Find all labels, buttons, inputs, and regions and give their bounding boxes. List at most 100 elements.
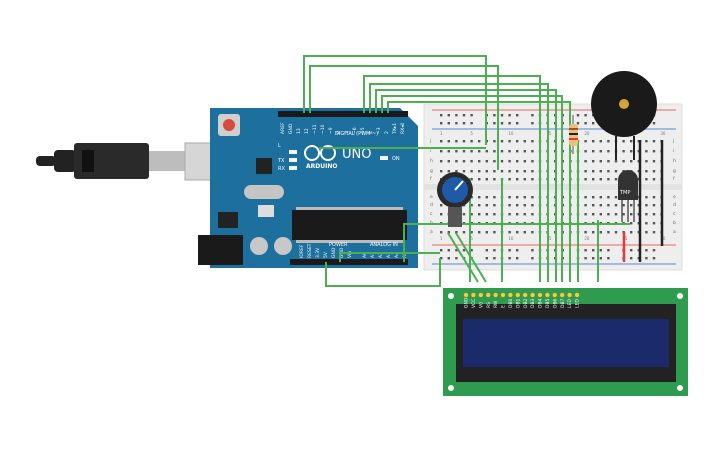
lcd-pin <box>470 292 477 298</box>
breadboard-hole <box>531 160 534 163</box>
lcd-pin <box>507 292 514 298</box>
lcd-pin-label: GND <box>464 297 470 308</box>
breadboard-hole <box>531 196 534 199</box>
lcd-pin-label: DB0 <box>508 298 514 308</box>
breadboard-hole <box>592 178 595 181</box>
breadboard-hole <box>500 140 504 143</box>
chip-pins <box>296 207 403 243</box>
digital-pin-label: ~5 <box>360 127 366 134</box>
breadboard-hole <box>652 213 656 216</box>
breadboard-hole <box>645 178 648 181</box>
breadboard-hole <box>493 196 496 199</box>
breadboard-hole <box>470 231 473 234</box>
breadboard-row-label: f <box>430 176 432 182</box>
breadboard-hole <box>493 160 496 163</box>
lcd-pin-label: DB1 <box>515 298 521 308</box>
breadboard-hole <box>614 196 618 199</box>
lcd-pin <box>537 292 543 298</box>
breadboard-hole <box>493 150 496 153</box>
breadboard-hole <box>622 213 625 216</box>
breadboard-hole <box>470 150 473 153</box>
tx-label: TX <box>277 158 285 164</box>
breadboard-hole <box>447 114 450 117</box>
breadboard-hole <box>447 249 450 252</box>
breadboard-hole <box>614 231 618 234</box>
reset-button[interactable] <box>223 119 235 131</box>
breadboard-hole <box>485 213 488 216</box>
breadboard-hole <box>493 204 496 207</box>
breadboard-hole <box>630 257 633 260</box>
breadboard-hole <box>607 178 610 181</box>
breadboard-hole <box>622 204 625 207</box>
breadboard-hole <box>447 140 450 143</box>
breadboard-row-label: e <box>430 195 433 200</box>
breadboard-hole <box>599 140 602 143</box>
digital-header <box>278 111 408 117</box>
breadboard-hole <box>531 114 534 117</box>
breadboard-hole <box>500 122 504 125</box>
breadboard-hole <box>592 160 595 163</box>
breadboard-hole <box>584 122 587 125</box>
breadboard-hole <box>599 150 602 153</box>
breadboard-row-label: i <box>673 148 674 154</box>
breadboard-col-label: 1 <box>440 131 443 136</box>
breadboard-hole <box>652 178 656 181</box>
breadboard-hole <box>607 213 610 216</box>
breadboard-hole <box>531 231 534 234</box>
breadboard-hole <box>516 196 519 199</box>
breadboard-hole <box>584 140 587 143</box>
breadboard-hole <box>584 150 587 153</box>
digital-pin-label: ~11 <box>312 124 318 134</box>
breadboard-hole <box>493 213 496 216</box>
breadboard-hole <box>440 122 443 125</box>
digital-pin-label: ~10 <box>320 124 326 134</box>
breadboard-hole <box>645 231 648 234</box>
breadboard-col-label: 5 <box>470 131 473 136</box>
lcd-pin <box>515 292 521 298</box>
breadboard-hole <box>478 204 481 207</box>
breadboard-hole <box>478 140 481 143</box>
breadboard-hole <box>523 204 526 207</box>
breadboard-hole <box>592 122 595 125</box>
breadboard-hole <box>493 231 496 234</box>
breadboard-hole <box>531 213 534 216</box>
breadboard-hole <box>516 178 519 181</box>
breadboard-hole <box>455 257 458 260</box>
breadboard-hole <box>645 140 648 143</box>
breadboard-hole <box>478 231 481 234</box>
breadboard-hole <box>599 196 602 199</box>
breadboard-hole <box>614 204 618 207</box>
breadboard-hole <box>478 178 481 181</box>
breadboard-hole <box>455 170 458 173</box>
breadboard-hole <box>592 231 595 234</box>
breadboard-hole <box>440 249 443 252</box>
breadboard-hole <box>440 231 443 234</box>
potentiometer-icon[interactable] <box>437 172 473 227</box>
breadboard-hole <box>523 178 526 181</box>
breadboard-hole <box>584 160 587 163</box>
breadboard-hole <box>485 204 488 207</box>
breadboard-hole <box>584 170 587 173</box>
breadboard-row-label: d <box>430 202 433 208</box>
breadboard-hole <box>516 249 519 252</box>
digital-pin-label: AREF <box>280 122 286 134</box>
breadboard-hole <box>447 257 450 260</box>
lcd-pin <box>478 292 484 298</box>
breadboard-hole <box>516 150 519 153</box>
lcd-pin-label: E <box>501 305 507 308</box>
sensor-label: TMP <box>619 190 630 196</box>
lcd-pin <box>544 292 551 298</box>
breadboard-hole <box>614 213 618 216</box>
breadboard-hole <box>523 160 526 163</box>
breadboard-hole <box>576 122 580 125</box>
breadboard-hole <box>462 140 466 143</box>
breadboard-hole <box>485 150 488 153</box>
power-pin-label: 5V <box>323 251 329 258</box>
breadboard-hole <box>455 249 458 252</box>
breadboard-hole <box>470 213 473 216</box>
breadboard-hole <box>531 140 534 143</box>
breadboard-hole <box>500 150 504 153</box>
board-name: UNO <box>342 147 371 162</box>
breadboard-hole <box>500 160 504 163</box>
breadboard-hole <box>516 170 519 173</box>
